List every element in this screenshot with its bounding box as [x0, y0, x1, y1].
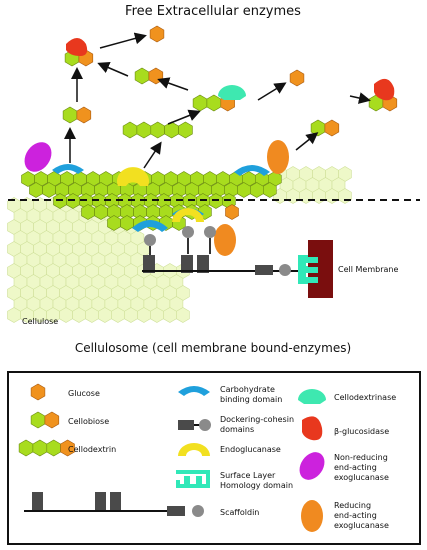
legend-red-label-2: end-acting	[334, 511, 377, 520]
legend-scaffoldin-icon	[24, 492, 204, 517]
cellobiose-right-green	[310, 119, 326, 137]
arrow-to-bgluc-right	[349, 92, 371, 104]
cellodextrin-free-green	[178, 121, 193, 139]
glucose-free-top	[149, 25, 165, 43]
cbd-free-right	[234, 165, 270, 176]
legend-cellodextrin-orange	[60, 439, 75, 457]
legend-cellodextrin-green	[32, 439, 48, 457]
cellotriose-green	[192, 94, 208, 112]
slh-domain-front	[298, 257, 318, 283]
cellodextrin-free-green	[136, 121, 152, 139]
title-free-enzymes: Free Extracellular enzymes	[125, 4, 301, 19]
scaffoldin-dockerin-circle	[279, 264, 291, 276]
cellulosome: Cell Membrane	[132, 208, 398, 298]
legend-cellodextrin-icon	[18, 439, 75, 457]
legend-cellobiose-icon	[30, 411, 60, 429]
dockerin-3	[204, 226, 216, 238]
arrow-cellodextrin-to-cellotriose	[167, 109, 201, 125]
free-enzymes	[24, 140, 289, 186]
glucose-chain-end	[225, 204, 239, 220]
cellodextrin-free-green	[122, 121, 138, 139]
cellulose-hexagon	[176, 307, 190, 323]
legend-cellodextrin-green	[46, 439, 61, 457]
cellodextrinase-free	[218, 85, 246, 100]
arrow-cellotriose-to-cellobiose	[157, 77, 189, 91]
legend-cellodextrinase-label: Cellodextrinase	[334, 393, 396, 402]
arrows	[64, 32, 371, 169]
legend-nonred-label-2: end-acting	[334, 463, 377, 472]
legend-slh-label-1: Surface Layer	[220, 471, 276, 480]
legend-red-label-3: exoglucanase	[334, 521, 389, 530]
glucose-free-right	[289, 69, 305, 87]
legend-bgluc-label: β-glucosidase	[334, 427, 389, 436]
legend-glucose-orange	[30, 383, 46, 401]
reducing-exoglucanase-bound	[214, 224, 236, 256]
legend-cbd-label-2: binding domain	[220, 395, 282, 404]
legend-cellobiose-orange	[44, 411, 60, 429]
cellulose-chain-hexagon	[262, 182, 277, 198]
legend-dockerin-label-2: domains	[220, 425, 254, 434]
arrow-to-glucose-right	[257, 82, 287, 101]
cellodextrin-free-green	[164, 121, 179, 139]
legend: Glucose Cellobiose Cellodextrin Scaffold…	[7, 371, 421, 545]
legend-cellobiose-label: Cellobiose	[68, 417, 109, 426]
cellobiose-mid-orange	[76, 106, 92, 124]
cohesin-3	[197, 255, 209, 273]
arrow-exo-to-cellobiose	[295, 132, 319, 151]
legend-cellobiose-green	[30, 411, 46, 429]
cellulose-label: Cellulose	[22, 317, 58, 326]
cellulose-chains	[21, 171, 282, 231]
cbd-bound-left	[132, 220, 168, 232]
legend-cellodextrinase-icon	[298, 389, 326, 404]
cbd-free-left	[52, 164, 84, 174]
legend-cellodextrin-label: Cellodextrin	[68, 445, 116, 454]
nonreducing-exoglucanase-free	[24, 142, 52, 172]
cellodextrin-free-green	[150, 121, 165, 139]
legend-nonred-icon	[299, 452, 325, 480]
arrow-cellobiose-to-bgluc	[97, 62, 129, 77]
legend-endo-label: Endoglucanase	[220, 445, 281, 454]
legend-endo-icon	[178, 443, 210, 456]
cohesin-1	[143, 255, 155, 273]
endoglucanase-free	[116, 167, 149, 186]
endoglucanase-bound	[172, 208, 204, 222]
free-sugars	[62, 25, 398, 139]
legend-red-label-1: Reducing	[334, 501, 371, 510]
cellobiose-mid-green	[62, 106, 78, 124]
cellobiose-a-green	[134, 67, 150, 85]
arrow-to-glucose-top	[99, 32, 147, 49]
legend-glucose-label: Glucose	[68, 389, 100, 398]
legend-cbd-label-1: Carbohydrate	[220, 385, 275, 394]
cellotriose-green	[206, 94, 222, 112]
cellobiose-right-orange	[324, 119, 340, 137]
legend-cbd-icon	[178, 386, 210, 396]
legend-slh-label-2: Homology domain	[220, 481, 293, 490]
reducing-exoglucanase-free	[267, 140, 289, 174]
beta-glucosidase-right	[374, 78, 395, 101]
legend-nonred-label-1: Non-reducing	[334, 453, 388, 462]
legend-dockerin-label-1: Dockering-cohesin	[220, 415, 294, 424]
cellobiose-a-orange	[148, 67, 164, 85]
legend-scaffoldin-label: Scaffoldin	[220, 508, 259, 517]
dockerin-2	[182, 226, 194, 238]
cohesin-2	[181, 255, 193, 273]
legend-nonred-label-3: exoglucanase	[334, 473, 389, 482]
title-cellulosome: Cellulosome (cell membrane bound-enzymes…	[75, 341, 351, 355]
legend-bgluc-icon	[302, 416, 323, 441]
legend-dockerin-icon	[178, 419, 211, 431]
beta-glucosidase-top	[66, 38, 88, 56]
arrow-chain-to-cellodextrin	[143, 141, 162, 169]
legend-slh-icon	[176, 470, 210, 488]
legend-cellodextrin-green	[18, 439, 34, 457]
legend-glucose-icon	[30, 383, 46, 401]
legend-red-icon	[301, 500, 323, 532]
legend-box	[7, 371, 421, 545]
scaffoldin-dockerin-rect	[255, 265, 273, 275]
cell-membrane-label: Cell Membrane	[338, 265, 398, 274]
dockerin-1	[144, 234, 156, 246]
